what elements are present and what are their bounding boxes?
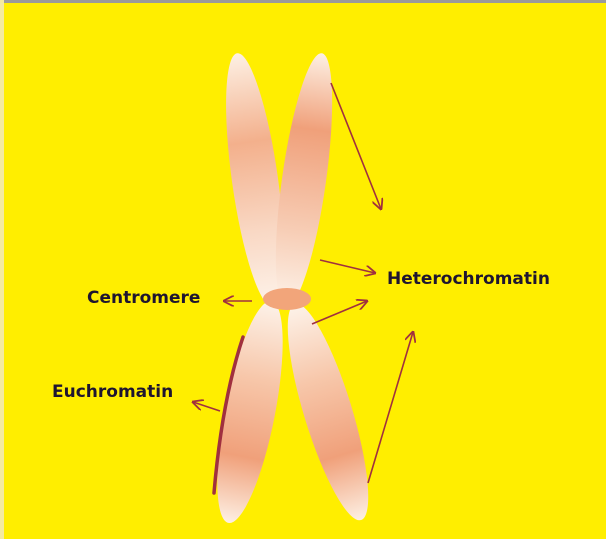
centromere	[263, 288, 311, 310]
centromere-label: Centromere	[87, 290, 200, 307]
left-border	[0, 0, 4, 539]
top-border	[0, 0, 606, 3]
heterochromatin-label: Heterochromatin	[387, 271, 550, 288]
euchromatin-label: Euchromatin	[52, 384, 173, 401]
